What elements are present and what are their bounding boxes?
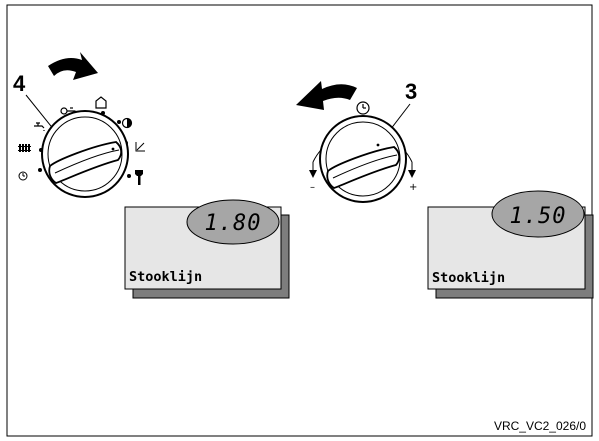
display-value: 1.50 xyxy=(510,204,567,229)
day-night-icon xyxy=(121,117,133,129)
right-selector-group: 3 – + xyxy=(296,79,417,203)
tap-icon xyxy=(34,122,45,131)
counterclockwise-arrow xyxy=(296,81,357,110)
figure-reference: VRC_VC2_026/0 xyxy=(494,419,586,433)
radiator-icon xyxy=(18,144,31,152)
left-selector-group: 4 xyxy=(13,52,145,198)
display-value: 1.80 xyxy=(205,211,262,236)
arrow-minus-end xyxy=(309,170,317,178)
display-label: Stooklijn xyxy=(129,269,202,285)
minus-sign: – xyxy=(310,182,315,193)
wrench-icon xyxy=(135,170,143,185)
callout-number-3: 3 xyxy=(405,79,417,104)
arrow-plus-end xyxy=(408,170,416,178)
knob-indicator xyxy=(376,143,380,147)
house-icon xyxy=(95,96,107,109)
knob-grip xyxy=(48,141,123,185)
left-display-group: 1.80 Stooklijn xyxy=(124,199,290,299)
lcd-value-bubble xyxy=(186,199,280,245)
clock-icon xyxy=(356,101,370,115)
right-display-group: 1.50 Stooklijn xyxy=(427,190,594,299)
heating-curve-icon xyxy=(135,142,145,152)
clock-icon xyxy=(18,171,28,181)
right-adjust-knob[interactable] xyxy=(319,115,407,203)
knob-indicator xyxy=(111,147,115,151)
knob-grip xyxy=(326,146,401,190)
callout-number-4: 4 xyxy=(13,71,26,96)
clockwise-arrow xyxy=(48,52,98,80)
display-label: Stooklijn xyxy=(432,270,505,286)
plus-sign: + xyxy=(409,182,417,193)
lcd-value-bubble xyxy=(491,190,585,238)
left-selector-knob[interactable] xyxy=(41,110,129,198)
